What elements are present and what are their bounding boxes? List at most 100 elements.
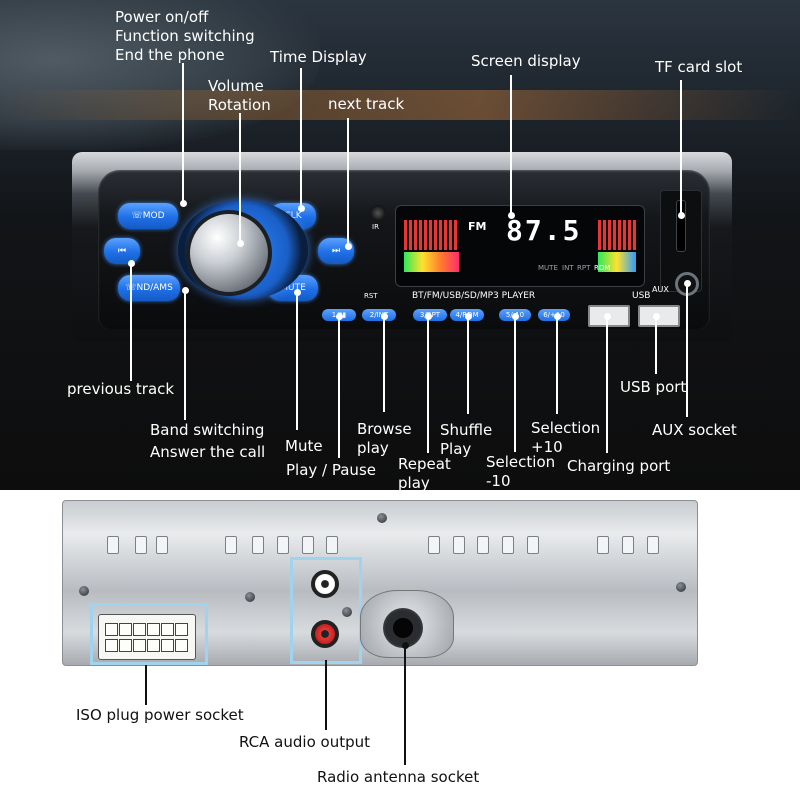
- dashboard-glow: [0, 90, 800, 120]
- eq-right-bars: [598, 220, 636, 250]
- usb-label: USB: [632, 291, 651, 301]
- mode-button-label: ☏MOD: [131, 211, 165, 221]
- selection-plus-line2: +10: [531, 438, 563, 456]
- selection-minus-line2: -10: [486, 472, 511, 490]
- vent: [502, 536, 514, 554]
- play-pause-label: Play / Pause: [286, 461, 376, 479]
- pointer-dot-play: [336, 313, 343, 320]
- aux-socket-label: AUX socket: [652, 421, 737, 439]
- next-track-label: next track: [328, 95, 405, 113]
- rca-red-jack[interactable]: [311, 620, 339, 648]
- iso-pin: [105, 623, 118, 636]
- repeat-label: Repeat play: [398, 455, 451, 493]
- pointer-dot-mute: [294, 289, 301, 296]
- volume-knob[interactable]: [186, 210, 272, 296]
- vent: [277, 536, 289, 554]
- pointer-line-iso: [145, 665, 147, 705]
- selection-plus-label: Selection +10: [531, 419, 600, 457]
- iso-pin: [161, 639, 174, 652]
- player-label: BT/FM/USB/SD/MP3 PLAYER: [412, 291, 536, 301]
- selection-plus-line1: Selection: [531, 419, 601, 437]
- iso-pin: [147, 639, 160, 652]
- screw-top: [377, 513, 387, 523]
- charging-port-label: Charging port: [567, 457, 671, 475]
- time-display-label: Time Display: [270, 48, 367, 66]
- browse-label-line2: play: [357, 439, 389, 457]
- screw-left: [79, 586, 89, 596]
- pointer-line-power: [182, 63, 184, 203]
- vent: [597, 536, 609, 554]
- rca-white-jack[interactable]: [311, 570, 339, 598]
- pointer-dot-tf: [678, 212, 685, 219]
- antenna-socket[interactable]: [383, 608, 423, 648]
- iso-pin: [119, 639, 132, 652]
- pointer-dot-usb: [653, 313, 660, 320]
- iso-pin: [119, 623, 132, 636]
- pointer-line-repeat: [427, 316, 429, 453]
- display-screen: FM 87.5 MUTE INT RPT RDM: [395, 205, 645, 287]
- iso-plug-socket[interactable]: [98, 614, 196, 660]
- iso-pin: [133, 623, 146, 636]
- selection-minus-label: Selection -10: [486, 453, 555, 491]
- previous-track-button[interactable]: ⏮: [104, 238, 140, 264]
- iso-pin: [161, 623, 174, 636]
- pointer-dot-volume: [237, 240, 244, 247]
- repeat-label-line2: play: [398, 474, 430, 492]
- vent: [622, 536, 634, 554]
- previous-track-label: previous track: [67, 380, 175, 398]
- band-switching-label: Band switching Answer the call: [150, 421, 265, 462]
- vent: [477, 536, 489, 554]
- repeat-label-line1: Repeat: [398, 455, 451, 473]
- selection-minus-line1: Selection: [486, 453, 556, 471]
- pointer-line-band: [184, 290, 186, 420]
- pointer-dot-time: [298, 205, 305, 212]
- band-switching-line1: Band switching: [150, 421, 265, 439]
- pointer-dot-aux: [684, 280, 691, 287]
- pointer-dot-next: [345, 243, 352, 250]
- pointer-dot-screen: [508, 212, 515, 219]
- pointer-line-usb: [655, 316, 657, 374]
- aux-label: AUX: [652, 285, 669, 294]
- pointer-line-aux: [686, 283, 688, 417]
- frequency-readout: 87.5: [506, 214, 582, 247]
- vent: [135, 536, 147, 554]
- vent: [302, 536, 314, 554]
- pointer-line-antenna: [404, 645, 406, 765]
- pointer-line-shuffle: [467, 316, 469, 414]
- previous-track-icon: ⏮: [117, 246, 127, 256]
- mute-button-label: MUTE: [280, 283, 306, 293]
- pointer-line-browse: [383, 316, 385, 412]
- pointer-line-prev: [130, 263, 132, 381]
- rpt-indicator: RPT: [577, 264, 591, 272]
- browse-label-line1: Browse: [357, 420, 412, 438]
- power-label: Power on/off Function switching End the …: [115, 8, 255, 65]
- pointer-line-mute: [296, 292, 298, 430]
- vent: [326, 536, 338, 554]
- eq-left-colors: [404, 252, 459, 272]
- pointer-line-rca: [325, 660, 327, 730]
- band-switching-line2: Answer the call: [150, 443, 266, 461]
- vent: [428, 536, 440, 554]
- usb-port-label: USB port: [620, 378, 687, 396]
- iso-pin: [133, 639, 146, 652]
- pointer-dot-repeat: [425, 313, 432, 320]
- antenna-label: Radio antenna socket: [317, 768, 480, 786]
- iso-pin: [147, 623, 160, 636]
- vent: [107, 536, 119, 554]
- pointer-dot-browse: [381, 313, 388, 320]
- preset-2-button[interactable]: 2/INT: [362, 309, 396, 321]
- rdm-indicator: RDM: [594, 264, 611, 272]
- screw-middle: [245, 592, 255, 602]
- pointer-line-selection-plus: [556, 316, 558, 414]
- int-indicator: INT: [562, 264, 574, 272]
- pointer-line-selection-minus: [514, 316, 516, 452]
- band-button[interactable]: ☏ND/AMS: [118, 275, 180, 301]
- pointer-dot-selection-minus: [512, 313, 519, 320]
- mode-button[interactable]: ☏MOD: [118, 203, 178, 229]
- band-indicator: FM: [468, 220, 487, 233]
- pointer-dot-power: [180, 200, 187, 207]
- volume-label-line2: Rotation: [208, 96, 271, 114]
- pointer-line-tf: [680, 80, 682, 215]
- vent: [225, 536, 237, 554]
- pointer-dot-selection-plus: [554, 313, 561, 320]
